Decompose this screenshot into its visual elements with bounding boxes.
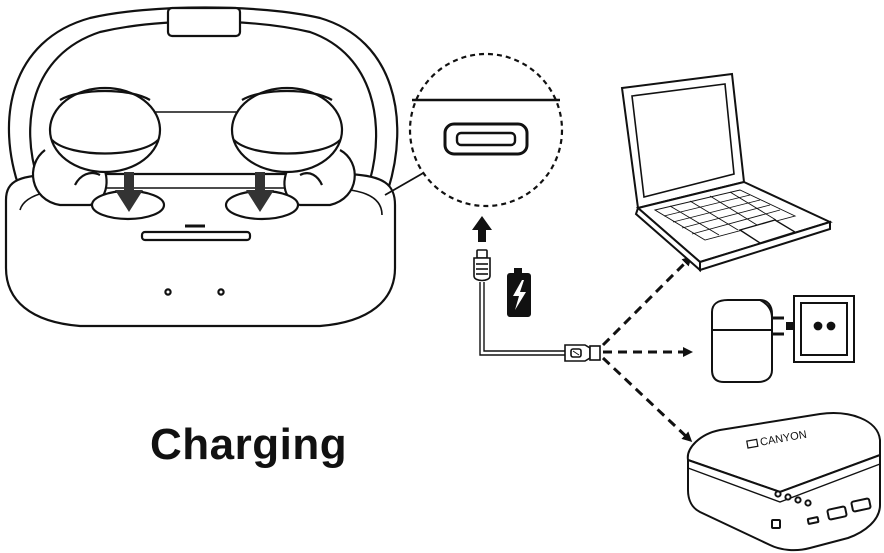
plug-up-arrow-icon	[472, 216, 492, 242]
usb-c-port-icon	[443, 122, 529, 156]
power-bank	[686, 412, 881, 552]
charging-cable	[479, 282, 565, 356]
led-left	[164, 288, 172, 296]
diagram-title: Charging	[150, 420, 348, 469]
insert-arrow-icon	[246, 172, 274, 212]
usb-c-plug-icon	[473, 249, 491, 282]
source-arrows	[601, 255, 693, 443]
led-right	[217, 288, 225, 296]
arrow-to-laptop	[601, 255, 693, 347]
usb-a-plug-icon	[564, 344, 601, 362]
laptop-keyboard	[653, 189, 797, 241]
battery-charging-icon	[507, 268, 531, 317]
zoom-leader-line	[384, 171, 426, 196]
earbud-left	[31, 86, 166, 221]
usb-port-1	[826, 505, 848, 521]
powerbank-leds	[774, 490, 812, 507]
earbud-right	[224, 86, 356, 221]
case-lid-tab	[166, 6, 242, 38]
usb-port-2	[850, 497, 872, 513]
laptop	[620, 72, 833, 273]
case-latch	[140, 230, 252, 242]
laptop-trackpad	[738, 219, 797, 244]
power-button	[771, 519, 781, 529]
insert-arrow-icon	[115, 172, 143, 212]
power-outlet	[793, 295, 855, 363]
case-base-rim	[19, 187, 383, 216]
wall-adapter	[711, 299, 784, 383]
arrow-to-powerbank	[601, 356, 693, 443]
port-magnifier	[408, 52, 564, 208]
micro-usb-port	[806, 516, 820, 525]
powerbank-front	[687, 453, 881, 552]
